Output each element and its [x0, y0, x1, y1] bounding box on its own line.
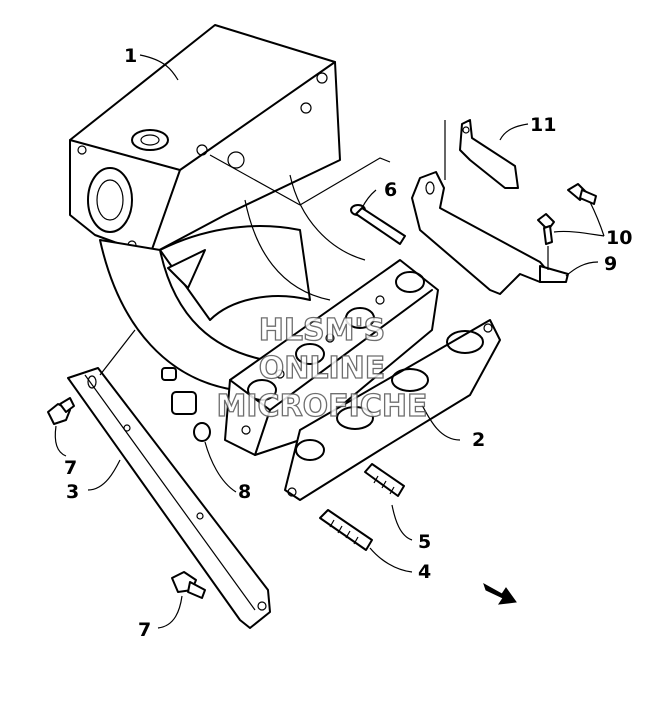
watermark-line-2: ONLINE — [259, 351, 386, 386]
callout-10: 10 — [606, 227, 632, 249]
callout-4: 4 — [418, 561, 431, 583]
mounting-bracket-part — [67, 367, 271, 629]
callout-3: 3 — [66, 481, 79, 503]
callout-2: 2 — [472, 429, 485, 451]
bolt-part-10 — [537, 183, 597, 245]
bolt-part-7-lower — [171, 571, 206, 599]
callout-1: 1 — [124, 45, 137, 67]
stud-part-5 — [364, 463, 405, 497]
callout-6: 6 — [384, 179, 397, 201]
callout-11: 11 — [530, 114, 556, 136]
callout-5: 5 — [418, 531, 431, 553]
exhaust-pipe — [99, 174, 366, 415]
watermark-line-1: HLSM'S — [259, 313, 385, 348]
bolt-part-6 — [350, 204, 406, 245]
stud-part-4 — [319, 509, 373, 551]
watermark-line-3: MICROFICHE — [217, 389, 428, 424]
callout-9: 9 — [604, 253, 617, 275]
guide-lines — [99, 120, 549, 376]
bolt-part-7-upper — [47, 397, 75, 425]
gasket-part — [284, 319, 501, 501]
front-arrow-icon — [483, 582, 517, 605]
callout-leaders — [54, 54, 605, 629]
strap-part-11 — [459, 119, 519, 189]
callout-8: 8 — [238, 481, 251, 503]
callout-7-lower: 7 — [138, 619, 151, 641]
watermark: HLSM'S ONLINE MICROFICHE — [216, 312, 428, 424]
heat-shield-bracket-part — [411, 171, 569, 295]
exhaust-manifold-part — [193, 259, 439, 456]
muffler-part — [69, 24, 341, 256]
callout-7-upper: 7 — [64, 457, 77, 479]
